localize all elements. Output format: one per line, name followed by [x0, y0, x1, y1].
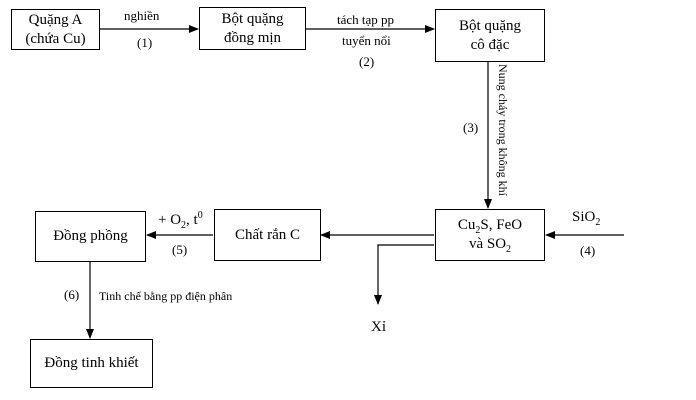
mixture-line2: và SO2 [468, 236, 512, 255]
concentrate-box: Bột quặng cô đặc [435, 9, 545, 62]
ore-a-box: Quặng A (chứa Cu) [11, 9, 100, 50]
mixture-line1: Cu2S, FeO [457, 217, 523, 236]
step5-number: (5) [172, 242, 188, 257]
step4-reagent: SiO2 [572, 209, 601, 228]
ore-a-line2: (chứa Cu) [25, 30, 86, 47]
step6-label: Tinh chế bằng pp điện phân [99, 289, 233, 303]
blister-copper-label: Đồng phồng [53, 228, 128, 244]
step4-number: (4) [580, 243, 596, 258]
step5-conditions: + O2, t0 [158, 210, 203, 231]
solid-c-label: Chất rắn C [235, 226, 300, 243]
fine-powder-box: Bột quặng đồng mịn [199, 7, 306, 50]
fine-powder-line1: Bột quặng [221, 10, 284, 27]
step2-number: (2) [359, 54, 375, 69]
step3-label: Nung chảy trong không khí [496, 64, 510, 196]
blister-copper-box: Đồng phồng [35, 211, 146, 262]
step1-label: nghiền [124, 8, 160, 23]
step6-number: (6) [64, 287, 80, 302]
ore-a-line1: Quặng A [28, 11, 83, 28]
arrow-to-slag [374, 244, 434, 305]
step2-line1: tách tạp pp [337, 12, 395, 27]
slag-label: Xỉ [371, 319, 386, 335]
concentrate-line2: cô đặc [470, 36, 510, 53]
fine-powder-line2: đồng mịn [223, 29, 282, 46]
solid-c-box: Chất rắn C [214, 209, 321, 261]
step2-line2: tuyển nổi [342, 33, 391, 48]
pure-copper-box: Đồng tinh khiết [30, 339, 153, 388]
step3-number: (3) [463, 120, 479, 135]
concentrate-line1: Bột quặng [458, 17, 522, 34]
step1-number: (1) [137, 35, 153, 50]
pure-copper-label: Đồng tinh khiết [44, 355, 139, 371]
mixture-box: Cu2S, FeO và SO2 [435, 209, 545, 261]
